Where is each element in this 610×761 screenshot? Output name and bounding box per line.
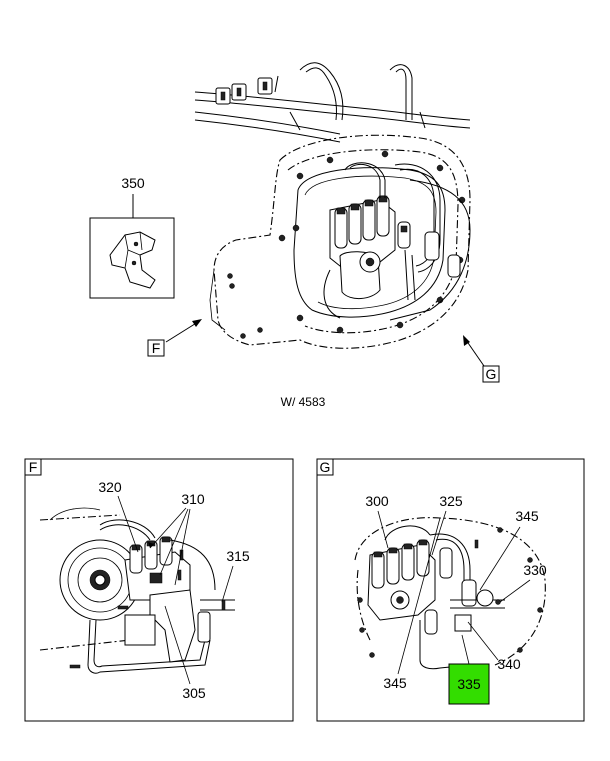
detail-f-leader-315 xyxy=(221,565,234,603)
view-arrow-g-head xyxy=(463,335,470,346)
detail-f-callout-305: 305 xyxy=(182,685,206,701)
detail-g-callout-340: 340 xyxy=(497,656,521,672)
view-marker-f: F xyxy=(152,340,161,356)
detail-g-leader-340 xyxy=(467,621,499,661)
view-marker-g-box xyxy=(482,365,500,383)
bracket-part-350 xyxy=(109,231,156,289)
detail-g-leader-345-top xyxy=(479,526,521,591)
detail-g-callout-300: 300 xyxy=(365,493,389,509)
detail-f-leader-310b xyxy=(159,508,189,576)
detail-f-callout-315: 315 xyxy=(226,548,250,564)
view-arrow-g xyxy=(465,339,485,367)
view-arrow-f-head xyxy=(192,319,202,327)
detail-f-leader-320 xyxy=(117,495,139,553)
view-marker-f-box xyxy=(147,339,165,357)
detail-g-leader-300 xyxy=(377,510,389,549)
detail-g-frame xyxy=(316,458,585,722)
usage-note: W/ 4583 xyxy=(281,395,326,409)
view-arrow-f xyxy=(165,321,199,343)
callout-350: 350 xyxy=(121,175,145,191)
detail-g-leader-335 xyxy=(461,634,470,665)
detail-g-callout-325: 325 xyxy=(439,493,463,509)
detail-g-callout-345-bottom: 345 xyxy=(383,675,407,691)
detail-f-callout-310: 310 xyxy=(181,491,205,507)
detail-f-frame xyxy=(24,458,294,722)
detail-f-callout-320: 320 xyxy=(98,479,122,495)
main-assembly-drawing xyxy=(194,62,471,349)
detail-f-leader-305 xyxy=(164,605,191,685)
detail-g-callout-330: 330 xyxy=(523,562,547,578)
detail-g-callout-335[interactable]: 335 xyxy=(457,676,481,692)
detail-f-leader-310c xyxy=(174,508,191,586)
detail-g-corner-label: G xyxy=(320,459,331,475)
detail-g-corner-box xyxy=(316,458,334,476)
detail-f-leader-310a xyxy=(149,507,187,549)
detail-f-corner-box xyxy=(24,458,42,476)
detail-g-leader-345-bottom xyxy=(397,517,441,675)
detail-g-callout-345-top: 345 xyxy=(515,508,539,524)
detail-g-leader-325 xyxy=(431,510,447,556)
detail-g-leader-330 xyxy=(499,579,531,603)
detail-f-corner-label: F xyxy=(29,459,38,475)
arrowhead xyxy=(148,542,154,548)
detail-g-drawing xyxy=(354,517,546,670)
view-marker-g: G xyxy=(486,366,497,382)
detail-f-drawing xyxy=(39,507,235,674)
bracket-inset-box xyxy=(89,217,175,299)
highlighted-part-box[interactable] xyxy=(448,663,490,705)
